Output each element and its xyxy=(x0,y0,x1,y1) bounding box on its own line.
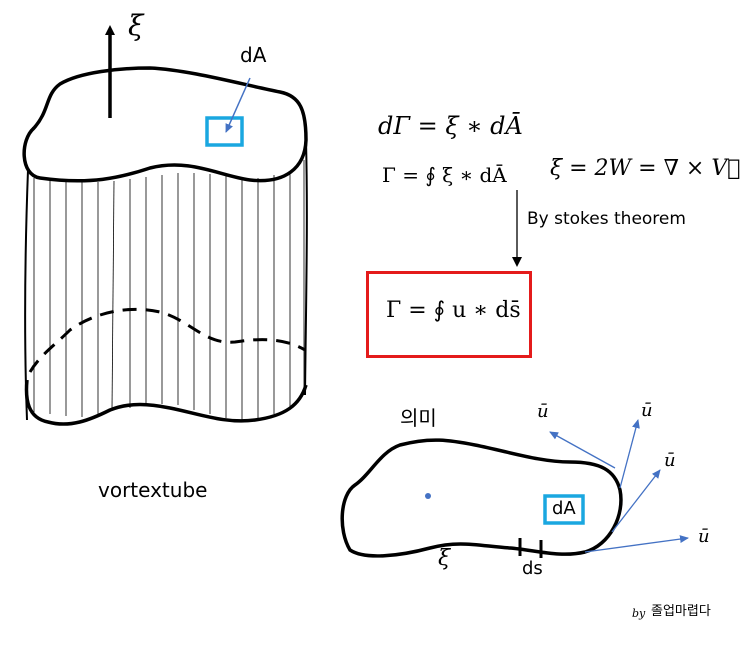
top-cross-section xyxy=(22,66,308,183)
equation-gamma-integral: Γ = ∮ ξ ∗ dĀ xyxy=(382,163,507,187)
circulation-curve xyxy=(340,438,623,558)
vortextube-label: vortextube xyxy=(98,478,208,502)
u-label-2: ū xyxy=(641,400,653,421)
dA-label-top: dA xyxy=(240,43,267,67)
u-label-4: ū xyxy=(698,526,710,547)
velocity-vectors xyxy=(549,419,689,553)
stokes-label: By stokes theorem xyxy=(527,209,686,229)
dA-pointer-top xyxy=(225,77,251,133)
u-label-3: ū xyxy=(664,450,676,471)
xi-axis-label: ξ xyxy=(128,9,144,42)
ds-label: ds xyxy=(522,558,543,579)
u-label-1: ū xyxy=(537,401,549,422)
dA-highlight-bottom xyxy=(543,494,585,525)
author-label: 졸업마렵다 xyxy=(651,604,711,619)
meaning-label: 의미 xyxy=(400,406,437,430)
equation-dgamma: dΓ = ξ ∗ dĀ xyxy=(378,112,523,140)
dA-label-bottom: dA xyxy=(552,498,576,519)
dA-highlight-top xyxy=(205,116,244,147)
equation-vorticity: ξ = 2W = ∇ × V⃗ xyxy=(550,156,741,181)
equation-result: Γ = ∮ u ∗ ds̄ xyxy=(386,298,521,323)
bottom-cross-section xyxy=(24,379,308,426)
hidden-cross-section xyxy=(28,307,306,373)
result-box xyxy=(366,271,532,358)
vortex-tube-lines xyxy=(33,160,305,420)
by-label: by xyxy=(632,607,646,620)
center-point xyxy=(425,493,431,499)
xi-label-bottom: ξ xyxy=(438,546,451,571)
